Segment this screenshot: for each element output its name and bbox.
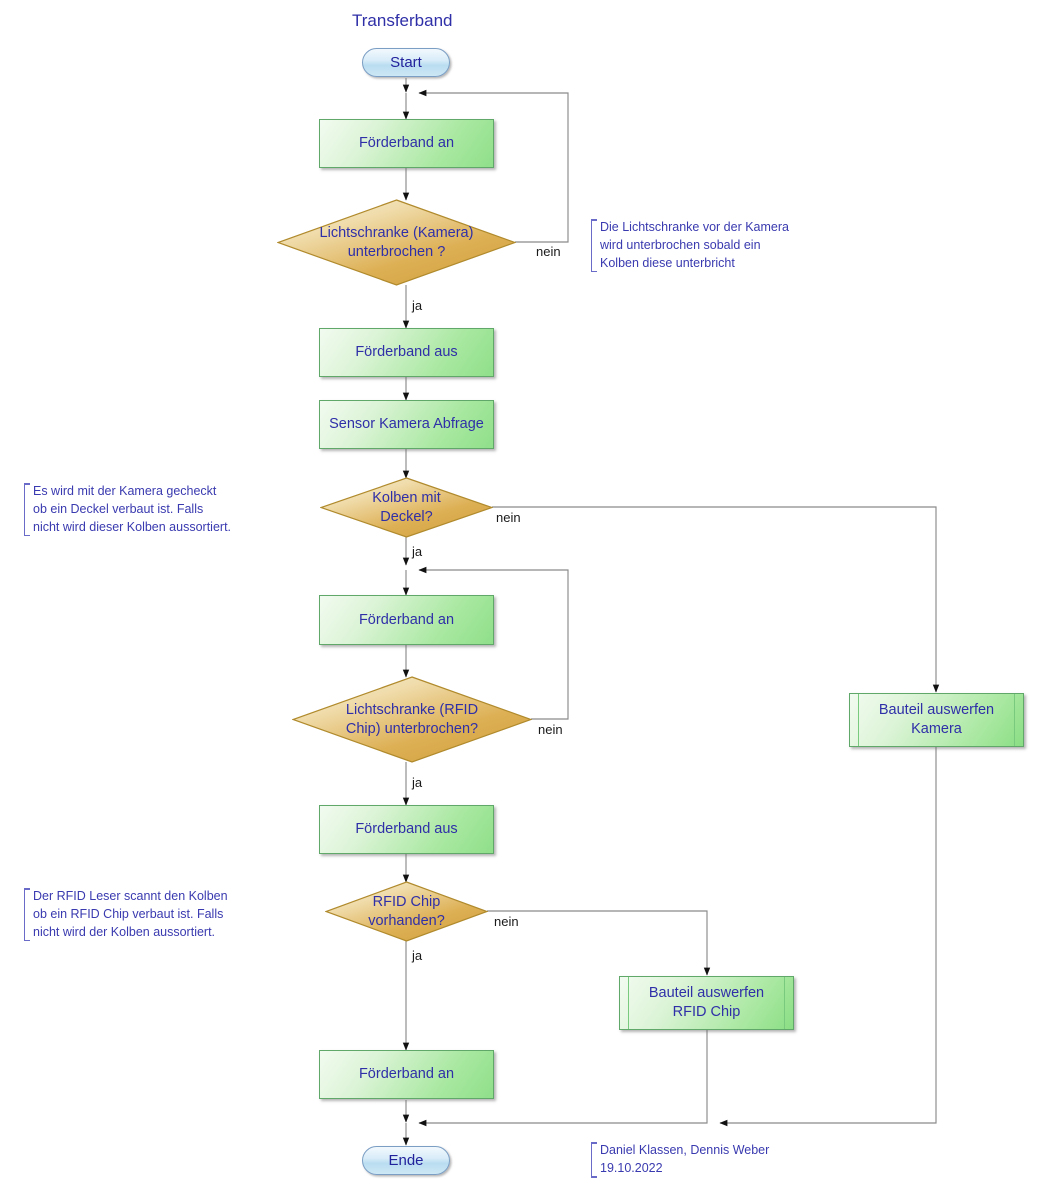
edge-label-kamera-ja: ja — [412, 298, 423, 313]
node-start[interactable]: Start — [362, 48, 450, 77]
node-label: RFID Chip vorhanden? — [368, 893, 445, 929]
node-label: Kolben mit Deckel? — [372, 489, 441, 525]
annotation-kamera: Die Lichtschranke vor der Kamera wird un… — [591, 219, 815, 273]
diamond-shape — [292, 676, 532, 763]
node-foerderband-aus-2[interactable]: Förderband aus — [319, 805, 494, 854]
node-foerderband-an-3[interactable]: Förderband an — [319, 1050, 494, 1099]
node-foerderband-an-2[interactable]: Förderband an — [319, 595, 494, 645]
node-lichtschranke-rfid[interactable]: Lichtschranke (RFID Chip) unterbrochen? — [292, 676, 532, 763]
node-bauteil-auswerfen-kamera[interactable]: Bauteil auswerfen Kamera — [849, 693, 1024, 747]
node-label: Lichtschranke (Kamera) unterbrochen ? — [319, 224, 474, 260]
node-sensor-kamera-abfrage[interactable]: Sensor Kamera Abfrage — [319, 400, 494, 449]
node-lichtschranke-kamera[interactable]: Lichtschranke (Kamera) unterbrochen ? — [277, 199, 516, 286]
edge-label-rfid-chip-ja: ja — [412, 948, 423, 963]
edge-label-deckel-nein: nein — [496, 510, 521, 525]
edge-label-rfid-chip-nein: nein — [494, 914, 519, 929]
edge-label-rfid-ls-nein: nein — [538, 722, 563, 737]
edge-label-kamera-nein: nein — [536, 244, 561, 259]
edge-label-rfid-ls-ja: ja — [412, 775, 423, 790]
annotation-deckel: Es wird mit der Kamera gecheckt ob ein D… — [24, 483, 253, 537]
edge-label-deckel-ja: ja — [412, 544, 423, 559]
node-kolben-mit-deckel[interactable]: Kolben mit Deckel? — [320, 477, 493, 538]
diamond-shape — [325, 881, 488, 942]
node-foerderband-an-1[interactable]: Förderband an — [319, 119, 494, 168]
page-title: Transferband — [352, 11, 453, 30]
node-bauteil-auswerfen-rfid[interactable]: Bauteil auswerfen RFID Chip — [619, 976, 794, 1030]
node-rfid-chip-vorhanden[interactable]: RFID Chip vorhanden? — [325, 881, 488, 942]
annotation-credit: Daniel Klassen, Dennis Weber 19.10.2022 — [591, 1142, 800, 1178]
diamond-shape — [277, 199, 516, 286]
diamond-shape — [320, 477, 493, 538]
node-foerderband-aus-1[interactable]: Förderband aus — [319, 328, 494, 377]
node-label: Lichtschranke (RFID Chip) unterbrochen? — [345, 701, 479, 737]
annotation-rfid: Der RFID Leser scannt den Kolben ob ein … — [24, 888, 253, 942]
node-ende[interactable]: Ende — [362, 1146, 450, 1175]
